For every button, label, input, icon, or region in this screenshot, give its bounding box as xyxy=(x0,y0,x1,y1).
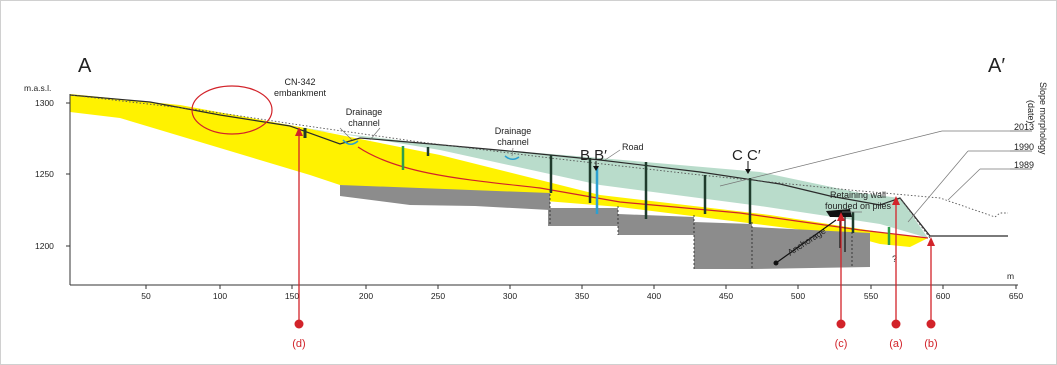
piles xyxy=(839,216,846,252)
x-tick-50: 50 xyxy=(141,291,151,301)
year-1990: 1990 xyxy=(1014,142,1034,152)
slope-morphology-title: Slope morphology xyxy=(1038,82,1048,155)
drainage-channel-mid xyxy=(504,155,520,160)
drainage-mid-label-line1: Drainage xyxy=(495,126,532,136)
retaining-wall-label-line1: Retaining wall xyxy=(830,190,886,200)
year-leaders xyxy=(719,130,1010,223)
x-tick-350: 350 xyxy=(575,291,589,301)
drainage-channel-left xyxy=(342,139,359,145)
x-tick-600: 600 xyxy=(936,291,950,301)
bedrock-block-3 xyxy=(618,214,694,235)
x-tick-650: 650 xyxy=(1009,291,1023,301)
embankment-label-line1: CN-342 xyxy=(284,77,315,87)
boreholes xyxy=(303,128,891,245)
marker-b-label: (b) xyxy=(924,338,937,350)
retaining-wall-label-line2: founded on piles xyxy=(825,201,892,211)
drainage-mid-leader xyxy=(511,147,514,157)
red-marker-arrowheads xyxy=(295,127,935,246)
x-tick-400: 400 xyxy=(647,291,661,301)
y-tick-1300: 1300 xyxy=(35,98,54,108)
road-label: Road xyxy=(622,142,644,152)
retaining-wall xyxy=(826,209,852,217)
x-tick-150: 150 xyxy=(285,291,299,301)
y-tick-1250: 1250 xyxy=(35,169,54,179)
anchorage-line xyxy=(775,219,837,264)
section-bb-arrowhead xyxy=(593,166,599,171)
embankment-ellipse xyxy=(191,85,273,135)
y-tick-1200: 1200 xyxy=(35,241,54,251)
drainage-left-leader xyxy=(339,127,353,141)
year-1989: 1989 xyxy=(1014,160,1034,170)
x-tick-300: 300 xyxy=(503,291,517,301)
red-marker-dots xyxy=(294,319,936,329)
bedrock-block-2 xyxy=(548,208,618,226)
topography-2013 xyxy=(69,94,1008,237)
marker-d-label: (d) xyxy=(292,338,305,350)
section-start-label: A xyxy=(78,55,92,77)
embankment-label-line2: embankment xyxy=(274,88,327,98)
anchorage-head xyxy=(773,260,779,266)
x-axis-unit: m xyxy=(1007,271,1014,281)
yellow-deposit xyxy=(70,94,928,247)
x-tick-100: 100 xyxy=(213,291,227,301)
landslide-body xyxy=(300,127,928,238)
x-tick-550: 550 xyxy=(864,291,878,301)
section-bb-label: B B′ xyxy=(580,147,607,164)
drainage-left-label-line2: channel xyxy=(348,118,380,128)
bedrock-faults xyxy=(549,190,853,269)
y-axis-unit: m.a.s.l. xyxy=(24,83,51,93)
drainage-left-leader-2 xyxy=(369,127,381,141)
x-ticks xyxy=(145,285,1017,289)
x-tick-500: 500 xyxy=(791,291,805,301)
year-2013: 2013 xyxy=(1014,122,1034,132)
marker-a-label: (a) xyxy=(889,338,902,350)
drainage-left-label-line1: Drainage xyxy=(346,107,383,117)
topography-1990 xyxy=(899,197,931,239)
section-cc-label: C C′ xyxy=(732,147,761,164)
section-cc-arrowhead xyxy=(745,169,751,174)
drainage-mid-label-line2: channel xyxy=(497,137,529,147)
red-marker-lines xyxy=(298,132,932,322)
x-tick-450: 450 xyxy=(719,291,733,301)
road-leader xyxy=(604,149,621,161)
y-ticks xyxy=(66,102,70,247)
marker-c-label: (c) xyxy=(835,338,848,350)
bedrock-block-1 xyxy=(340,185,550,210)
uncertainty-mark: ? xyxy=(892,254,897,264)
section-end-label: A′ xyxy=(988,55,1005,77)
shear-surface xyxy=(357,146,929,239)
slope-morphology-subtitle: (date) xyxy=(1026,100,1036,124)
x-tick-250: 250 xyxy=(431,291,445,301)
x-tick-200: 200 xyxy=(359,291,373,301)
bedrock-block-4 xyxy=(694,222,752,269)
